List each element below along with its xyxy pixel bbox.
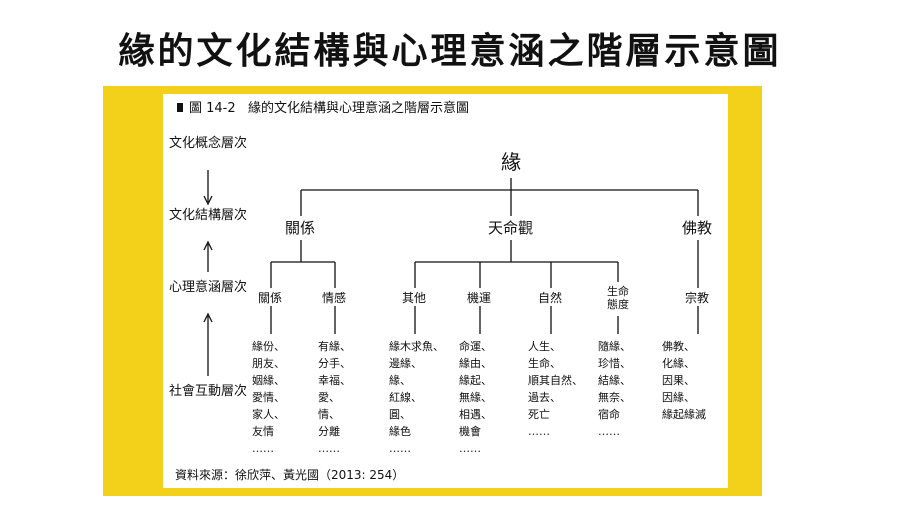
word-list-other: 緣木求魚、邊緣、緣、紅線、圓、緣色……: [389, 340, 444, 455]
figure-frame: 圖 14-2 緣的文化結構與心理意涵之階層示意圖 文化概念層次 文化結構層次 心…: [103, 86, 762, 496]
word-list-life-attitude: 隨緣、珍惜、結緣、無奈、宿命……: [598, 340, 631, 438]
tree-connectors: [203, 170, 699, 376]
word-list-relationship: 緣份、朋友、姻緣、愛情、家人、友情……: [252, 340, 285, 455]
level-label-meaning: 心理意涵層次: [168, 280, 247, 295]
meaning-node-nature: 自然: [538, 291, 563, 305]
meaning-node-religion: 宗教: [685, 291, 710, 305]
word-list-luck: 命運、緣由、緣起、無緣、相遇、機會……: [459, 340, 492, 455]
structure-node-buddhism: 佛教: [682, 219, 713, 237]
figure-scan: 圖 14-2 緣的文化結構與心理意涵之階層示意圖 文化概念層次 文化結構層次 心…: [163, 94, 728, 488]
word-list-religion: 佛教、化緣、因果、因緣、緣起緣滅: [662, 340, 706, 421]
level-arrow-3-head: [203, 312, 213, 323]
structure-node-relationship: 關係: [285, 219, 316, 237]
figure-source: 資料來源：徐欣萍、黃光國（2013: 254）: [175, 468, 405, 482]
slide-title: 緣的文化結構與心理意涵之階層示意圖: [118, 31, 782, 72]
meaning-node-life-attitude: 生命態度: [607, 285, 629, 311]
meaning-node-relationship: 關係: [258, 291, 283, 305]
figure-caption: 圖 14-2 緣的文化結構與心理意涵之階層示意圖: [177, 102, 469, 115]
meaning-node-emotion: 情感: [322, 291, 347, 305]
structure-node-fate: 天命觀: [488, 219, 534, 237]
level-label-interaction: 社會互動層次: [168, 384, 247, 399]
meaning-node-other: 其他: [402, 291, 427, 305]
level-arrow-1-head: [203, 195, 213, 206]
level-label-concept: 文化概念層次: [168, 136, 247, 151]
caption-marker-icon: [177, 103, 183, 112]
word-list-nature: 人生、生命、順其自然、過去、死亡……: [528, 340, 583, 438]
meaning-node-luck: 機運: [467, 291, 492, 305]
word-list-emotion: 有緣、分手、幸福、愛、情、分離……: [318, 340, 351, 455]
level-arrow-2-head: [203, 240, 213, 251]
root-node: 緣: [501, 150, 521, 174]
level-label-structure: 文化結構層次: [168, 208, 247, 223]
